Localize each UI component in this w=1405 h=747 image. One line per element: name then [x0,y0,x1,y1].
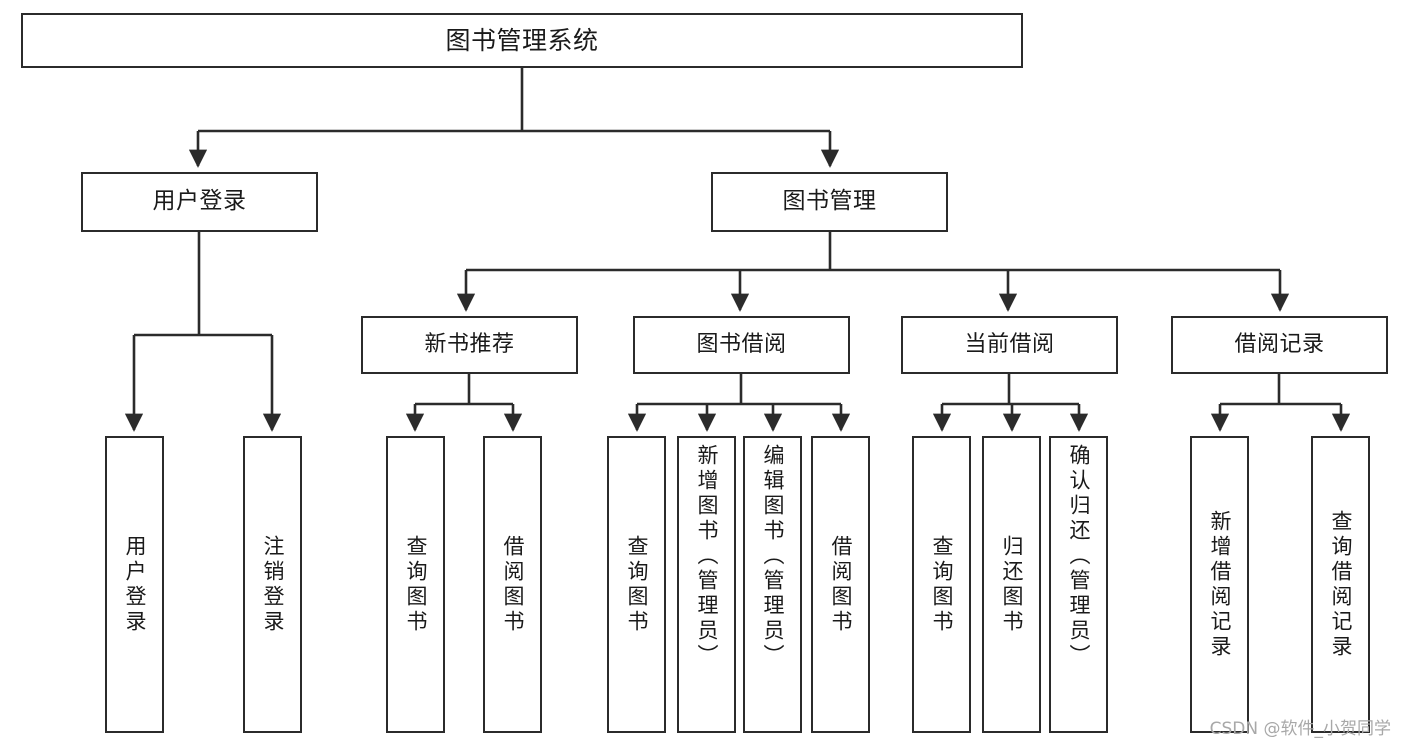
node-leaf-query-book-3[interactable]: 查询图书 [912,436,971,733]
node-label: 借阅图书 [501,534,525,635]
node-leaf-query-book-1[interactable]: 查询图书 [386,436,445,733]
node-leaf-borrow-book-1[interactable]: 借阅图书 [483,436,542,733]
node-current-borrow[interactable]: 当前借阅 [901,316,1118,374]
node-leaf-add-book-admin[interactable]: 新增图书（管理员） [677,436,736,733]
node-label: 归还图书 [1000,534,1024,635]
node-user-login[interactable]: 用户登录 [81,172,318,232]
node-label: 查询借阅记录 [1329,509,1353,660]
node-leaf-query-book-2[interactable]: 查询图书 [607,436,666,733]
node-label: 用户登录 [152,188,247,215]
node-book-borrow[interactable]: 图书借阅 [633,316,850,374]
node-label: 借阅记录 [1234,332,1325,358]
node-label: 查询图书 [625,534,649,635]
node-label: 查询图书 [930,534,954,635]
node-leaf-logout[interactable]: 注销登录 [243,436,302,733]
node-leaf-edit-book-admin[interactable]: 编辑图书（管理员） [743,436,802,733]
node-leaf-borrow-book-2[interactable]: 借阅图书 [811,436,870,733]
node-label: 用户登录 [123,534,147,635]
node-borrow-record[interactable]: 借阅记录 [1171,316,1388,374]
watermark: CSDN @软件_小贺同学 [1209,719,1391,739]
node-label: 图书借阅 [696,332,787,358]
node-leaf-return-book[interactable]: 归还图书 [982,436,1041,733]
node-leaf-query-borrow-record[interactable]: 查询借阅记录 [1311,436,1370,733]
node-root-system[interactable]: 图书管理系统 [21,13,1023,68]
node-label: 借阅图书 [829,534,853,635]
node-label: 编辑图书（管理员） [761,444,785,669]
node-label: 新增借阅记录 [1208,509,1232,660]
node-leaf-user-login[interactable]: 用户登录 [105,436,164,733]
node-new-book-recommend[interactable]: 新书推荐 [361,316,578,374]
node-label: 新增图书（管理员） [695,444,719,669]
node-book-manage[interactable]: 图书管理 [711,172,948,232]
node-label: 确认归还（管理员） [1067,444,1091,669]
node-label: 查询图书 [404,534,428,635]
node-label: 新书推荐 [424,332,515,358]
node-label: 图书管理系统 [445,25,599,55]
node-label: 当前借阅 [964,332,1055,358]
node-label: 图书管理 [782,188,877,215]
node-leaf-add-borrow-record[interactable]: 新增借阅记录 [1190,436,1249,733]
node-label: 注销登录 [261,534,285,635]
node-leaf-confirm-return-admin[interactable]: 确认归还（管理员） [1049,436,1108,733]
